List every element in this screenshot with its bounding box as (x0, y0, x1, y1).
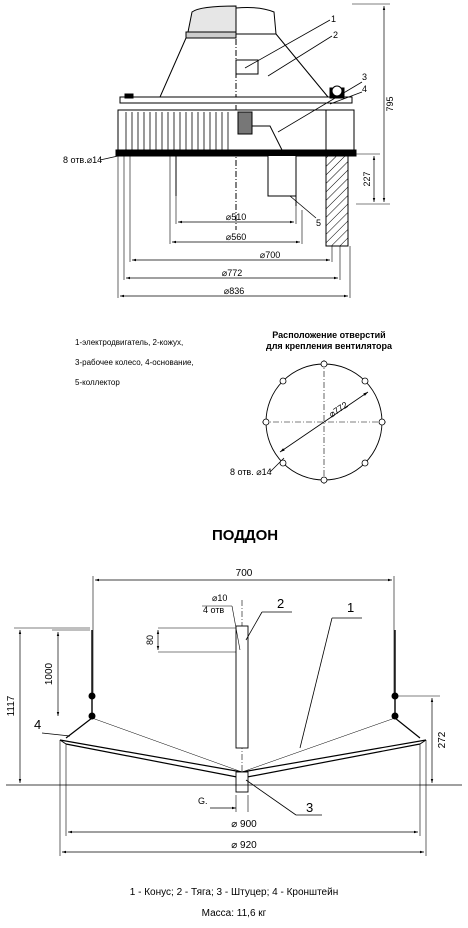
callout-2: 2 (333, 30, 338, 40)
dim-holes-4: 4 отв (203, 605, 224, 615)
top-plate (119, 96, 353, 104)
fan-legend: 1-электродвигатель, 2-кожух, 3-рабочее к… (75, 333, 194, 393)
dim-80: 80 (145, 635, 155, 645)
dim-d10: ⌀10 (212, 593, 227, 603)
pan-callout-2: 2 (277, 596, 284, 611)
impeller-body (117, 109, 355, 157)
callout-5: 5 (316, 218, 321, 228)
fan-legend-line: 1-электродвигатель, 2-кожух, (75, 338, 184, 347)
fan-housing-cone (159, 37, 236, 98)
hole-layout-diameter: ⌀772 (327, 400, 350, 420)
fan-holes-label: 8 отв.⌀14 (63, 155, 102, 165)
dim-g: G. (198, 796, 208, 806)
dim-d920: ⌀ 920 (231, 840, 257, 851)
pan-drawing (6, 576, 462, 856)
callout-4: 4 (362, 84, 367, 94)
hole-layout-holes: 8 отв. ⌀14 (230, 467, 272, 477)
dim-700: 700 (236, 568, 253, 579)
pan-legend: 1 - Конус; 2 - Тяга; 3 - Штуцер; 4 - Кро… (129, 887, 339, 898)
hole-layout-title-line1: Расположение отверстий (272, 330, 386, 340)
pan-callout-3: 3 (306, 800, 313, 815)
pan-callout-4: 4 (34, 717, 41, 732)
hole-layout-title-line2: для крепления вентилятора (265, 341, 392, 351)
pan-fitting (235, 771, 249, 793)
pan-callout-1: 1 (347, 600, 354, 615)
callout-1: 1 (331, 14, 336, 24)
dim-227: 227 (362, 171, 372, 186)
hole-layout-title: Расположение отверстий для крепления вен… (244, 330, 414, 352)
dim-d560: ⌀560 (226, 232, 246, 242)
mount-section-hatched (325, 155, 349, 247)
dim-1117: 1117 (6, 695, 17, 716)
dim-795: 795 (385, 96, 395, 111)
dim-d836: ⌀836 (224, 286, 244, 296)
callout-3: 3 (362, 72, 367, 82)
base-plate (115, 149, 357, 157)
fan-legend-line: 3-рабочее колесо, 4-основание, (75, 358, 194, 367)
dim-d510: ⌀510 (226, 212, 246, 222)
collector (267, 156, 297, 197)
bolt-holes (262, 360, 386, 484)
fan-legend-line: 5-коллектор (75, 378, 120, 387)
dim-272: 272 (437, 731, 448, 748)
pan-title: ПОДДОН (212, 527, 279, 544)
dim-d772: ⌀772 (222, 268, 242, 278)
pan-mass: Масса: 11,6 кг (201, 908, 267, 919)
hole-layout-drawing (262, 360, 386, 484)
dim-d900: ⌀ 900 (231, 819, 257, 830)
fan-assembly-drawing (99, 3, 390, 298)
dim-1000: 1000 (44, 662, 55, 685)
pan-rod (235, 625, 249, 749)
motor-cap (187, 5, 237, 33)
dim-d700: ⌀700 (260, 250, 280, 260)
